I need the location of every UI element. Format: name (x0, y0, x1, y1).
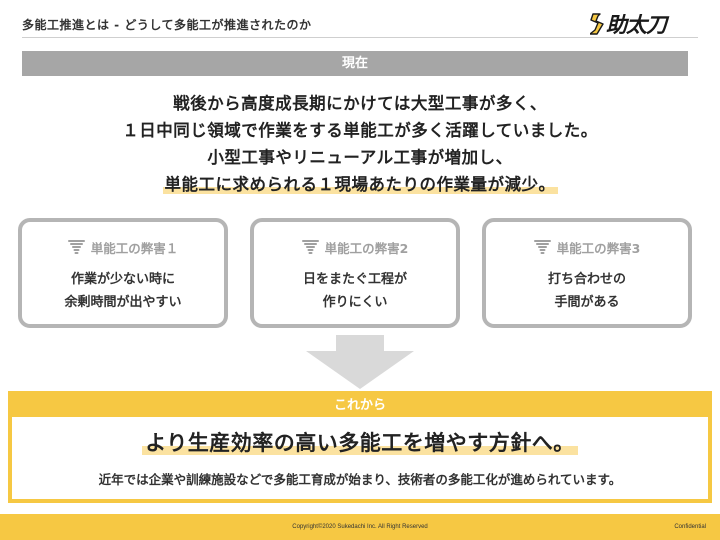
description-line-highlight: 単能工に求められる１現場あたりの作業量が減少。 (0, 171, 720, 198)
problem-card-line: 日をまたぐ工程が (302, 272, 407, 287)
problem-card-line: 余剰時間が出やすい (64, 295, 182, 310)
highlighted-text: 単能工に求められる１現場あたりの作業量が減少。 (162, 175, 558, 194)
description-line: 戦後から高度成長期にかけては大型工事が多く、 (173, 94, 547, 113)
problem-card-line: 手間がある (554, 295, 620, 310)
description-line: 小型工事やリニューアル工事が増加し、 (207, 148, 513, 167)
problem-card-body: 作業が少ない時に 余剰時間が出やすい (22, 268, 224, 314)
copyright-text: Copyright©2020 Sukedachi Inc. All Right … (292, 524, 428, 530)
description-line: １日中同じ領域で作業をする単能工が多く活躍していました。 (122, 121, 598, 140)
problem-card-2: 単能工の弊害2 日をまたぐ工程が 作りにくい (250, 218, 460, 328)
sukedachi-logo-icon (590, 13, 604, 35)
future-headline-text: より生産効率の高い多能工を増やす方針へ。 (142, 431, 578, 455)
confidential-label: Confidential (674, 524, 706, 530)
arrow-down-icon (306, 335, 414, 389)
tornado-icon (533, 240, 551, 254)
problem-card-line: 作業が少ない時に (70, 272, 175, 287)
slide-header: 多能工推進とは - どうして多能工が推進されたのか 助太刀 (0, 0, 720, 40)
problem-card-body: 日をまたぐ工程が 作りにくい (254, 268, 456, 314)
problem-card-title: 単能工の弊害１ (90, 241, 179, 256)
future-section: これから より生産効率の高い多能工を増やす方針へ。 近年では企業や訓練施設などで… (8, 391, 712, 503)
logo-wordmark: 助太刀 (606, 13, 667, 37)
future-section-label: これから (12, 395, 708, 417)
problem-card-1: 単能工の弊害１ 作業が少ない時に 余剰時間が出やすい (18, 218, 228, 328)
slide-title: 多能工推進とは - どうして多能工が推進されたのか (22, 18, 312, 32)
future-headline: より生産効率の高い多能工を増やす方針へ。 (12, 427, 708, 457)
problem-card-title: 単能工の弊害3 (556, 241, 641, 256)
tornado-icon (67, 240, 85, 254)
problem-card-title: 単能工の弊害2 (324, 241, 409, 256)
company-logo: 助太刀 (590, 9, 667, 39)
problem-card-header: 単能工の弊害１ (22, 238, 224, 257)
current-section-label: 現在 (22, 51, 688, 76)
future-subtext: 近年では企業や訓練施設などで多能工育成が始まり、技術者の多能工化が進められていま… (98, 472, 622, 487)
problem-card-header: 単能工の弊害2 (254, 238, 456, 257)
problem-card-line: 打ち合わせの (547, 272, 626, 287)
current-description: 戦後から高度成長期にかけては大型工事が多く、 １日中同じ領域で作業をする単能工が… (0, 90, 720, 198)
header-divider (22, 37, 698, 38)
problem-card-header: 単能工の弊害3 (486, 238, 688, 257)
tornado-icon (301, 240, 319, 254)
problem-card-3: 単能工の弊害3 打ち合わせの 手間がある (482, 218, 692, 328)
problem-card-line: 作りにくい (322, 295, 388, 310)
slide-footer: Copyright©2020 Sukedachi Inc. All Right … (0, 514, 720, 540)
problem-card-body: 打ち合わせの 手間がある (486, 268, 688, 314)
